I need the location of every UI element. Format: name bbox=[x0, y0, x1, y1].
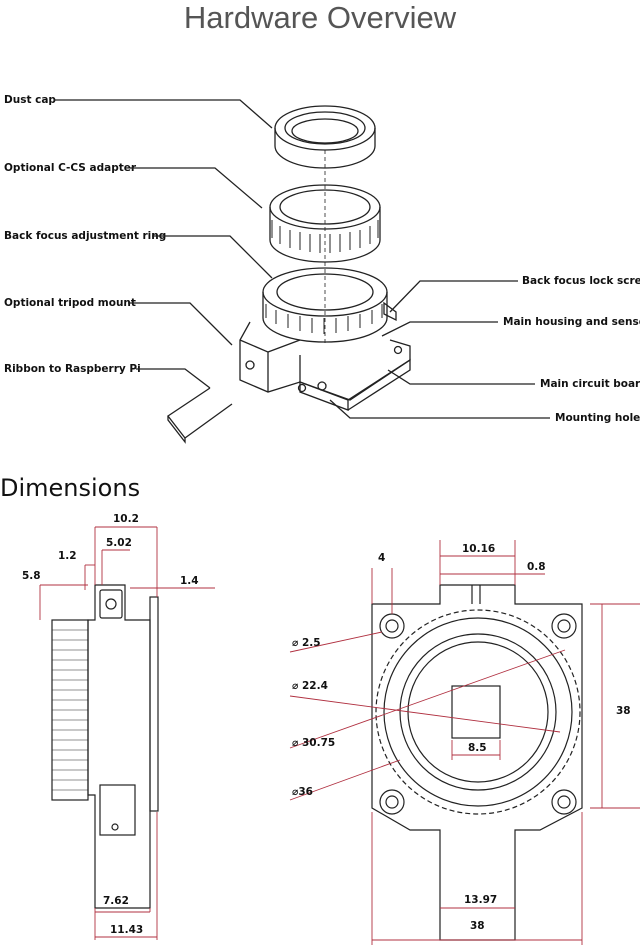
dim-label-1-4: 1.4 bbox=[180, 575, 199, 587]
dim-label-11-43: 11.43 bbox=[110, 924, 144, 936]
dim-label-38-width: 38 bbox=[470, 920, 485, 932]
dim-label-5-8: 5.8 bbox=[22, 570, 41, 582]
dimension-drawings bbox=[39, 526, 640, 945]
leader-c-cs-adapter bbox=[130, 167, 263, 209]
dim-label-1-2: 1.2 bbox=[58, 550, 77, 562]
leader-dust-cap bbox=[54, 99, 273, 129]
leader-housing-sensor bbox=[381, 321, 498, 337]
side-view bbox=[51, 584, 159, 909]
callout-c-cs-adapter: Optional C-CS adapter bbox=[4, 162, 137, 174]
dim-label-7-62: 7.62 bbox=[103, 895, 129, 907]
callout-mounting-holes: Mounting holes bbox=[555, 412, 640, 424]
leader-ribbon bbox=[136, 368, 211, 389]
back-focus-ring-part bbox=[262, 267, 388, 343]
front-view-dimension-lines bbox=[289, 540, 640, 945]
dim-label-dia-30-75: ⌀ 30.75 bbox=[292, 737, 336, 749]
c-cs-adapter-part bbox=[269, 184, 381, 263]
callout-tripod-mount: Optional tripod mount bbox=[4, 297, 136, 309]
callout-lock-screw: Back focus lock screw bbox=[522, 275, 640, 287]
exploded-view-drawing bbox=[54, 99, 550, 444]
side-view-dimension-lines bbox=[39, 526, 215, 940]
leader-lock-screw bbox=[389, 280, 518, 313]
dim-label-5-02: 5.02 bbox=[106, 537, 132, 549]
main-housing-part bbox=[239, 301, 411, 411]
dim-label-dia-36: ⌀36 bbox=[292, 786, 313, 798]
dim-label-10-2: 10.2 bbox=[113, 513, 139, 525]
leader-tripod-mount bbox=[128, 302, 233, 346]
callout-back-focus-ring: Back focus adjustment ring bbox=[4, 230, 167, 242]
leader-mounting-holes bbox=[329, 399, 550, 419]
dim-label-38-height: 38 bbox=[616, 705, 631, 717]
leader-circuit-board bbox=[387, 369, 535, 385]
dim-label-13-97: 13.97 bbox=[464, 894, 498, 906]
callout-circuit-board: Main circuit board bbox=[540, 378, 640, 390]
leader-back-focus-ring bbox=[152, 235, 273, 279]
dimensions-title: Dimensions bbox=[0, 474, 141, 502]
dim-label-10-16: 10.16 bbox=[462, 543, 496, 555]
callout-housing-sensor: Main housing and sensor bbox=[503, 316, 640, 328]
dim-label-4: 4 bbox=[378, 552, 386, 564]
dim-label-dia-22-4: ⌀ 22.4 bbox=[292, 680, 328, 692]
front-view bbox=[371, 584, 583, 941]
page-title: Hardware Overview bbox=[183, 0, 457, 35]
callout-ribbon: Ribbon to Raspberry Pi bbox=[4, 363, 141, 375]
ribbon-cable-part bbox=[167, 387, 233, 444]
dust-cap-part bbox=[274, 105, 376, 169]
dim-label-8-5: 8.5 bbox=[468, 742, 487, 754]
callout-dust-cap: Dust cap bbox=[4, 94, 56, 106]
dim-label-dia-2-5: ⌀ 2.5 bbox=[292, 637, 321, 649]
dim-label-0-8: 0.8 bbox=[527, 561, 546, 573]
